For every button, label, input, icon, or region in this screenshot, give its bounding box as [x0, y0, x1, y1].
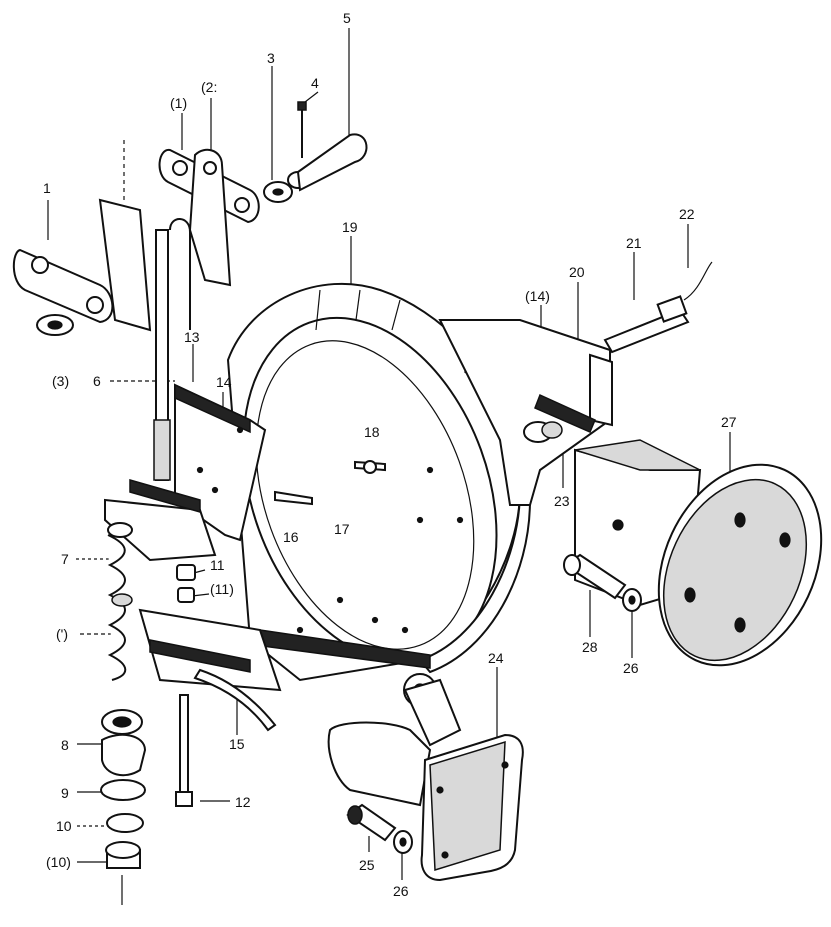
callout-12: 12 [235, 794, 251, 810]
brake-band [226, 282, 532, 682]
callout-10: 10 [56, 818, 72, 834]
callout-14: 14 [216, 374, 232, 390]
callout-2-paren: (2: [201, 79, 218, 95]
callout-26-lower: 26 [393, 883, 409, 899]
callout-13: 13 [184, 329, 200, 345]
callout-20: 20 [569, 264, 585, 280]
screw-16 [274, 490, 313, 506]
callout-3-paren: (3) [52, 373, 70, 389]
bolt-12 [175, 694, 193, 807]
callout-16: 16 [283, 529, 299, 545]
callout-22: 22 [679, 206, 695, 222]
callout-24: 24 [488, 650, 504, 666]
rod-15 [193, 668, 277, 732]
callout-4: 4 [311, 75, 319, 91]
left-shoe-bracket [104, 383, 282, 692]
nut-11 [176, 564, 196, 603]
tie-rod [153, 218, 191, 481]
flange-disc [657, 463, 823, 667]
washer-26-lower [393, 830, 413, 854]
callout-27: 27 [721, 414, 737, 430]
callout-14-paren: (14) [525, 288, 550, 304]
callout-1: 1 [43, 180, 51, 196]
callout-11-paren: (11) [210, 581, 234, 597]
screw-18 [354, 460, 386, 474]
callout-5: 5 [343, 10, 351, 26]
callout-7: 7 [61, 551, 69, 567]
callout-6: 6 [93, 373, 101, 389]
callout-7-paren: (') [56, 626, 68, 642]
callout-11: 11 [210, 557, 225, 573]
callout-21: 21 [626, 235, 642, 251]
callout-15: 15 [229, 736, 245, 752]
lower-bracket-24 [327, 673, 524, 882]
callout-10-paren: (10) [46, 854, 71, 870]
callout-17: 17 [334, 521, 350, 537]
callout-18: 18 [364, 424, 380, 440]
lever-2 [158, 101, 368, 287]
bolt-28 [563, 553, 642, 612]
nut-10 [105, 813, 144, 869]
callout-25: 25 [359, 857, 375, 873]
spring-7 [107, 522, 133, 681]
callout-1-paren: (1) [170, 95, 188, 111]
bolt-25 [346, 803, 397, 842]
washer-9 [100, 779, 146, 801]
callout-28: 28 [582, 639, 598, 655]
callout-19: 19 [342, 219, 358, 235]
callout-9: 9 [61, 785, 69, 801]
bushing-8 [101, 709, 147, 777]
lever-1 [12, 198, 152, 336]
callout-23: 23 [554, 493, 570, 509]
right-bracket [438, 261, 713, 506]
callout-3: 3 [267, 50, 275, 66]
callout-8: 8 [61, 737, 69, 753]
callout-26-right: 26 [623, 660, 639, 676]
